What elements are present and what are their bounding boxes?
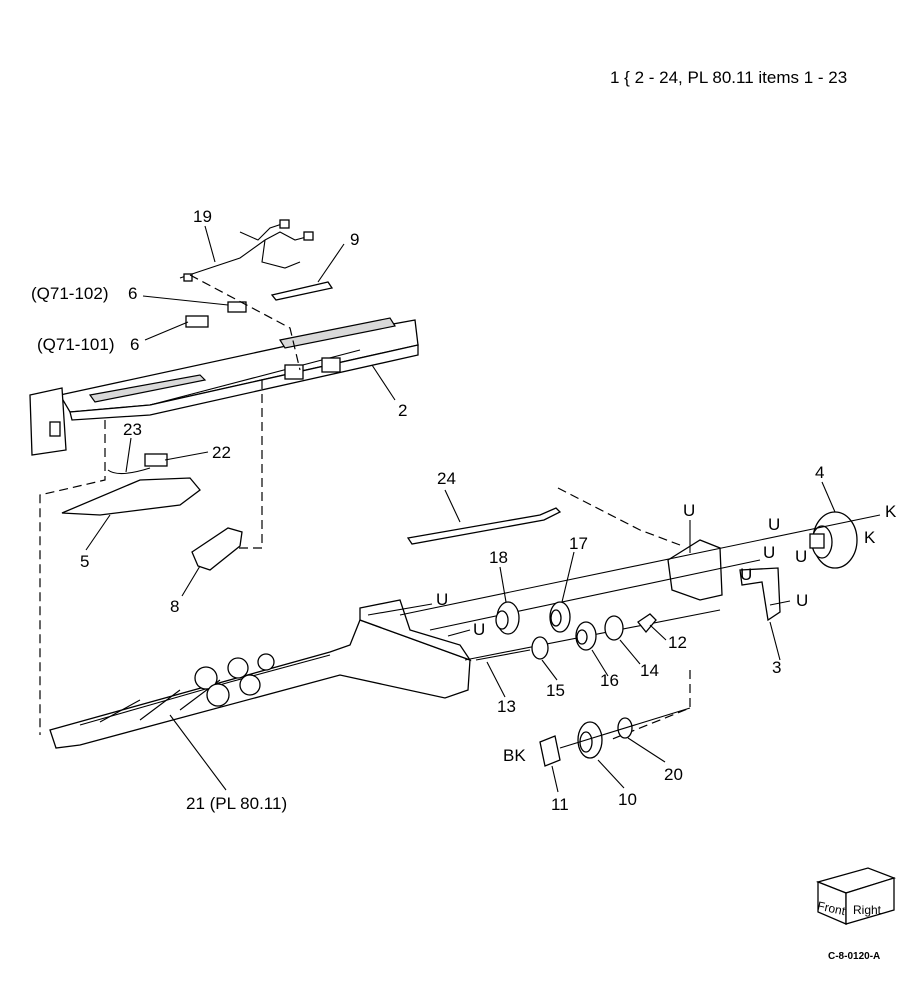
callout-K1: K <box>885 502 897 521</box>
callout-12: 12 <box>668 633 687 652</box>
callout-9: 9 <box>350 230 359 249</box>
orientation-right-label: Right <box>853 903 882 917</box>
callout-U4: U <box>795 547 807 566</box>
callout-21: 21 (PL 80.11) <box>186 794 287 813</box>
callout-2: 2 <box>398 401 407 420</box>
callout-5: 5 <box>80 552 89 571</box>
actuator-part-22 <box>144 453 168 467</box>
gear-part-16 <box>575 621 597 651</box>
frame-assembly-part-21 <box>49 599 472 749</box>
sensor-part-6-lower <box>185 315 209 328</box>
cover-assembly-part-2 <box>29 317 419 456</box>
callout-23: 23 <box>123 420 142 439</box>
callout-BK: BK <box>503 746 526 765</box>
shaft-part-24 <box>406 507 562 545</box>
bearing-part-15 <box>531 636 549 660</box>
guide-part-5 <box>61 477 201 516</box>
callout-14: 14 <box>640 661 659 680</box>
actuator-part-8 <box>191 527 243 571</box>
gear-part-17 <box>549 601 571 633</box>
callout-24: 24 <box>437 469 456 488</box>
shaft-part-13 <box>475 649 531 661</box>
pulley-part-14 <box>604 615 624 641</box>
figure-code: C-8-0120-A <box>828 951 880 962</box>
callout-3: 3 <box>772 658 781 677</box>
callout-10: 10 <box>618 790 637 809</box>
motor-part-4 <box>809 511 858 569</box>
callout-18: 18 <box>489 548 508 567</box>
orientation-front-label: Front <box>816 899 847 919</box>
callout-8: 8 <box>170 597 179 616</box>
clutch-part-11 <box>539 735 561 767</box>
wire-harness-part-19 <box>179 219 314 282</box>
callout-U7: U <box>473 620 485 639</box>
sensor-part-6-upper <box>227 301 247 313</box>
callout-U2: U <box>768 515 780 534</box>
gear-part-18 <box>495 601 520 635</box>
callout-U6: U <box>436 590 448 609</box>
callout-6a: 6 <box>128 284 137 303</box>
callout-U5: U <box>796 591 808 610</box>
gear-part-10 <box>577 721 603 759</box>
orientation-cube-icon: Front Right <box>815 867 896 925</box>
bracket-part-3 <box>739 567 781 622</box>
callout-19: 19 <box>193 207 212 226</box>
header-reference: 1 { 2 - 24, PL 80.11 items 1 - 23 <box>610 68 847 87</box>
callout-16: 16 <box>600 671 619 690</box>
callout-17: 17 <box>569 534 588 553</box>
callout-22: 22 <box>212 443 231 462</box>
callout-K2: K <box>864 528 876 547</box>
callout-4: 4 <box>815 463 824 482</box>
callout-U8: U <box>740 565 752 584</box>
sensor-bracket-part-9 <box>270 281 334 301</box>
callout-20: 20 <box>664 765 683 784</box>
callout-13: 13 <box>497 697 516 716</box>
callout-11: 11 <box>551 795 569 814</box>
callout-6b-ref: (Q71-101) <box>37 335 114 354</box>
callout-U1: U <box>683 501 695 520</box>
callout-6b: 6 <box>130 335 139 354</box>
side-frame <box>667 539 723 601</box>
spring-part-23 <box>107 467 151 475</box>
callout-U3: U <box>763 543 775 562</box>
callout-6a-ref: (Q71-102) <box>31 284 108 303</box>
callout-15: 15 <box>546 681 565 700</box>
clip-part-12 <box>637 613 657 634</box>
